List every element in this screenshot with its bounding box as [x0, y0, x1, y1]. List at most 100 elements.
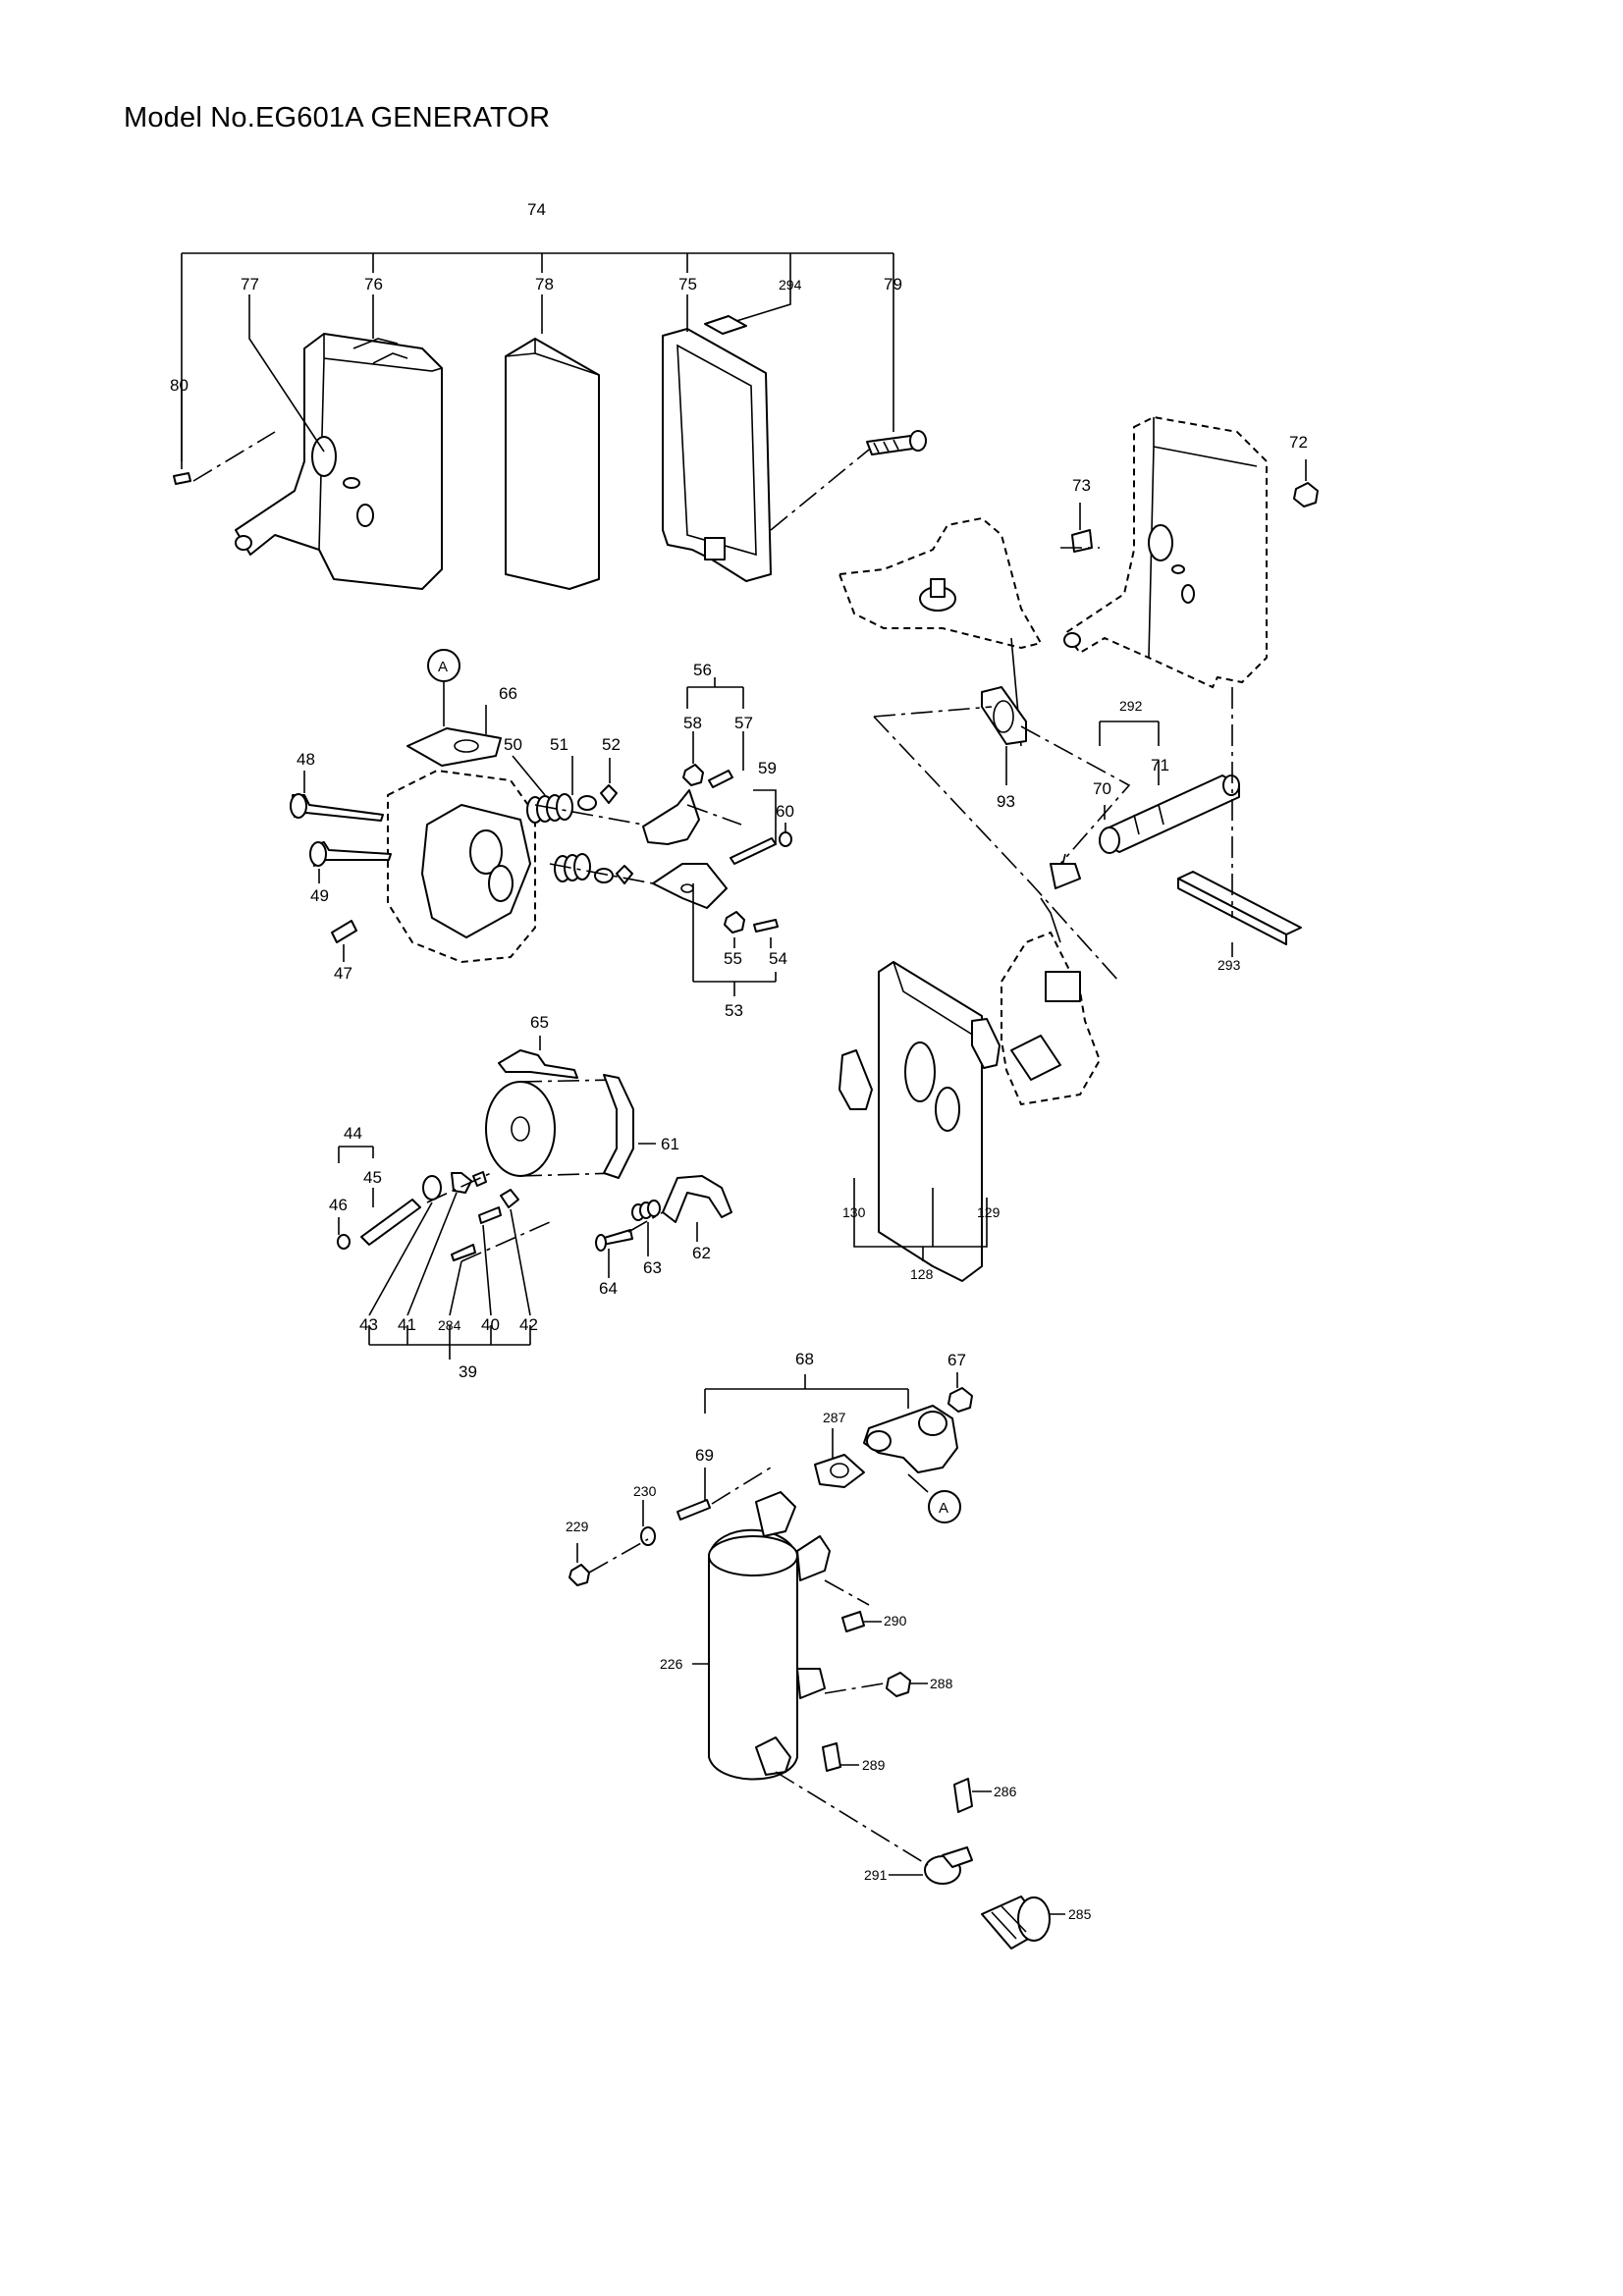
callout-74: 74 — [527, 200, 546, 219]
callout-130: 130 — [842, 1204, 866, 1220]
callout-76: 76 — [364, 275, 383, 294]
spring-50 — [526, 793, 591, 882]
callout-39: 39 — [459, 1362, 477, 1381]
pin-284 — [451, 1244, 476, 1261]
nut-58 — [682, 764, 704, 786]
nut-229 — [568, 1564, 590, 1586]
washer-43 — [422, 1175, 442, 1201]
pin-40 — [478, 1206, 502, 1224]
callout-48: 48 — [297, 750, 315, 769]
washer-230 — [640, 1526, 656, 1546]
shaft-45 — [360, 1199, 421, 1246]
flywheel-group — [337, 1036, 732, 1360]
callout-70: 70 — [1093, 779, 1111, 798]
callout-289: 289 — [862, 1757, 886, 1773]
callout-66: 66 — [499, 684, 517, 703]
callout-290: 290 — [884, 1613, 907, 1629]
callout-53: 53 — [725, 1001, 743, 1020]
callout-80: 80 — [170, 376, 189, 395]
callout-288: 288 — [930, 1676, 953, 1691]
callout-67: 67 — [947, 1351, 966, 1369]
bolt-47 — [331, 920, 357, 943]
callout-69: 69 — [695, 1446, 714, 1465]
callout-73: 73 — [1072, 476, 1091, 495]
cylinder-head-group — [290, 649, 792, 996]
callout-61: 61 — [661, 1135, 679, 1153]
cotter-52 — [600, 784, 618, 804]
callout-287: 287 — [823, 1410, 846, 1425]
callout-55: 55 — [724, 949, 742, 968]
retainer-51 — [577, 795, 597, 811]
seal-294 — [704, 315, 747, 335]
band-291 — [924, 1846, 973, 1885]
bolt-79 — [866, 430, 927, 455]
guide-62 — [662, 1175, 732, 1223]
gasket-287 — [814, 1454, 865, 1488]
bolt-290 — [841, 1611, 865, 1632]
callout-45: 45 — [363, 1168, 382, 1187]
callout-47: 47 — [334, 964, 352, 983]
callout-40: 40 — [481, 1315, 500, 1334]
callout-42: 42 — [519, 1315, 538, 1334]
stud-69 — [676, 1499, 711, 1521]
nut-288 — [886, 1672, 911, 1697]
callout-71: 71 — [1151, 756, 1169, 774]
callout-286: 286 — [994, 1784, 1017, 1799]
nut-67 — [947, 1387, 973, 1413]
rocker-arm-lower — [652, 863, 728, 909]
muffler-226 — [708, 1491, 831, 1781]
callout-49: 49 — [310, 886, 329, 905]
callout-129: 129 — [977, 1204, 1001, 1220]
screw-286 — [953, 1778, 973, 1813]
rocker-arm-upper — [642, 789, 700, 845]
holder-41 — [451, 1172, 472, 1194]
reference-a-circle — [427, 649, 460, 682]
callout-59: 59 — [758, 759, 777, 777]
stud-57 — [708, 770, 733, 788]
callout-a-2: A — [939, 1500, 948, 1517]
callout-56: 56 — [693, 661, 712, 679]
callout-78: 78 — [535, 275, 554, 294]
callout-65: 65 — [530, 1013, 549, 1032]
reference-a-circle-2 — [928, 1490, 961, 1523]
callout-labels: 74 77 76 78 75 294 79 80 72 73 A 66 56 5… — [170, 200, 1308, 1922]
callout-50: 50 — [504, 735, 522, 754]
air-cleaner-group — [173, 252, 927, 590]
callout-79: 79 — [884, 275, 902, 294]
callout-58: 58 — [683, 714, 702, 732]
callout-75: 75 — [678, 275, 697, 294]
callout-72: 72 — [1289, 433, 1308, 452]
stud-54 — [753, 919, 779, 933]
callout-a-1: A — [438, 659, 448, 675]
spring-63 — [631, 1200, 661, 1221]
callout-68: 68 — [795, 1350, 814, 1368]
page-title: Model No.EG601A GENERATOR — [124, 102, 551, 133]
gasket-93 — [981, 686, 1027, 745]
callout-293: 293 — [1217, 957, 1241, 973]
callout-41: 41 — [398, 1315, 416, 1334]
callout-284: 284 — [438, 1317, 461, 1333]
air-cleaner-assembly-dashed — [838, 415, 1319, 983]
washer-46 — [337, 1234, 351, 1250]
nut-55 — [724, 911, 745, 934]
callout-294: 294 — [779, 277, 802, 293]
flywheel-61 — [485, 1081, 556, 1177]
muffler-group — [568, 1372, 1065, 1949]
callout-230: 230 — [633, 1483, 657, 1499]
callout-57: 57 — [734, 714, 753, 732]
callout-54: 54 — [769, 949, 787, 968]
gasket-129 — [971, 1018, 1001, 1069]
callout-77: 77 — [241, 275, 259, 294]
callout-291: 291 — [864, 1867, 888, 1883]
callout-292: 292 — [1119, 698, 1143, 714]
spark-arrester-285 — [981, 1896, 1051, 1949]
callout-44: 44 — [344, 1124, 362, 1143]
callout-60: 60 — [776, 802, 794, 821]
callout-51: 51 — [550, 735, 568, 754]
callout-52: 52 — [602, 735, 621, 754]
callout-63: 63 — [643, 1258, 662, 1277]
plate-293 — [1177, 871, 1302, 945]
carburetor-insulator-group — [839, 853, 1102, 1282]
callout-43: 43 — [359, 1315, 378, 1334]
callout-128: 128 — [910, 1266, 934, 1282]
